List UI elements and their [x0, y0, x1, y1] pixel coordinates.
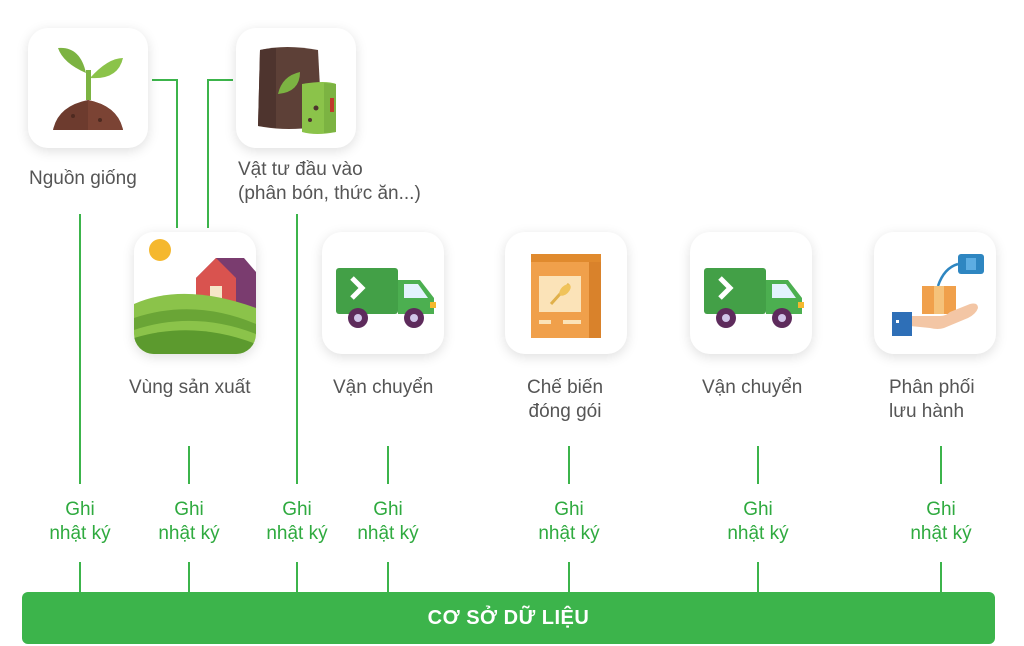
- distribution-label: Phân phối lưu hành: [889, 376, 975, 424]
- inputs-node: [236, 28, 356, 148]
- connector-line: [176, 79, 178, 228]
- hand-box-icon: [892, 254, 984, 336]
- log-label: Ghi nhật ký: [144, 498, 234, 546]
- log-label-line2: nhật ký: [158, 523, 220, 544]
- log-label-line1: Ghi: [926, 499, 956, 520]
- region-label: Vùng sản xuất: [129, 377, 251, 398]
- log-label-line1: Ghi: [373, 499, 403, 520]
- log-label: Ghi nhật ký: [896, 498, 986, 546]
- processing-label-line1: Chế biến: [526, 377, 604, 398]
- seed-label: Nguồn giống: [29, 168, 137, 189]
- log-label-line2: nhật ký: [49, 523, 111, 544]
- farm-field-icon: [134, 232, 256, 354]
- fertilizer-bag-icon: [258, 47, 336, 134]
- processing-label-line2: đóng gói: [528, 401, 602, 422]
- log-label-line2: nhật ký: [538, 523, 600, 544]
- log-label: Ghi nhật ký: [524, 498, 614, 546]
- log-label-line2: nhật ký: [727, 523, 789, 544]
- log-label-line2: nhật ký: [266, 523, 328, 544]
- log-label: Ghi nhật ký: [35, 498, 125, 546]
- connector-line: [79, 214, 81, 484]
- connector-line: [207, 79, 209, 228]
- truck-icon: [336, 268, 436, 328]
- inputs-label-line1: Vật tư đầu vào: [238, 159, 363, 180]
- connector-line: [387, 562, 389, 592]
- distribution-node: [874, 232, 996, 354]
- log-label: Ghi nhật ký: [252, 498, 342, 546]
- connector-line: [207, 79, 233, 81]
- connector-line: [757, 562, 759, 592]
- connector-line: [296, 214, 298, 484]
- processing-node: [505, 232, 627, 354]
- package-icon: [531, 254, 601, 338]
- transport1-label: Vận chuyển: [333, 377, 434, 398]
- log-label-line1: Ghi: [743, 499, 773, 520]
- log-label: Ghi nhật ký: [343, 498, 433, 546]
- connector-line: [79, 562, 81, 592]
- distribution-label-line1: Phân phối: [889, 377, 975, 398]
- inputs-label-line2: (phân bón, thức ăn...): [238, 183, 421, 204]
- connector-line: [296, 562, 298, 592]
- database-bar: CƠ SỞ DỮ LIỆU: [22, 592, 995, 644]
- connector-line: [940, 446, 942, 484]
- inputs-label: Vật tư đầu vào (phân bón, thức ăn...): [238, 158, 421, 206]
- truck-icon: [704, 268, 804, 328]
- connector-line: [387, 446, 389, 484]
- log-label-line1: Ghi: [65, 499, 95, 520]
- sprout-icon: [53, 47, 123, 130]
- connector-line: [152, 79, 178, 81]
- distribution-label-line2: lưu hành: [889, 401, 965, 422]
- transport2-label: Vận chuyển: [702, 377, 803, 398]
- seed-node: [28, 28, 148, 148]
- log-label-line1: Ghi: [282, 499, 312, 520]
- region-node: [134, 232, 256, 354]
- connector-line: [188, 446, 190, 484]
- log-label: Ghi nhật ký: [713, 498, 803, 546]
- transport1-node: [322, 232, 444, 354]
- processing-label: Chế biến đóng gói: [515, 376, 615, 424]
- connector-line: [940, 562, 942, 592]
- connector-line: [568, 446, 570, 484]
- log-label-line2: nhật ký: [357, 523, 419, 544]
- log-label-line2: nhật ký: [910, 523, 972, 544]
- transport2-node: [690, 232, 812, 354]
- connector-line: [757, 446, 759, 484]
- connector-line: [188, 562, 190, 592]
- log-label-line1: Ghi: [174, 499, 204, 520]
- connector-line: [568, 562, 570, 592]
- log-label-line1: Ghi: [554, 499, 584, 520]
